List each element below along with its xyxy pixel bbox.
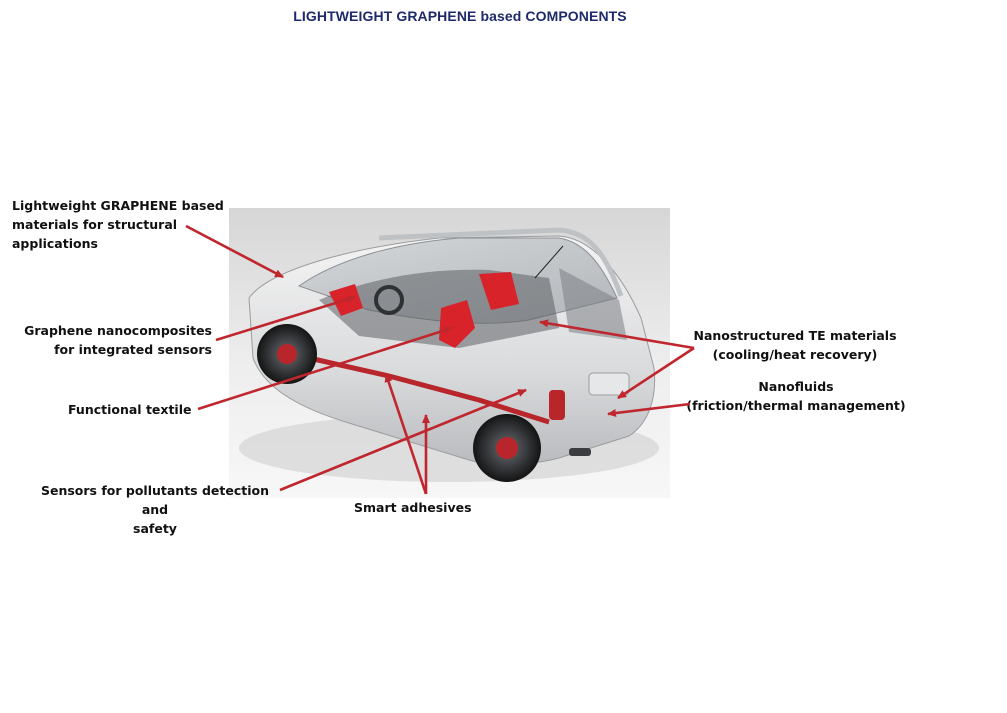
rear-seat [479, 272, 519, 310]
car-roof-frame [378, 227, 624, 297]
label-te-materials: Nanostructured TE materials (cooling/hea… [693, 328, 897, 362]
exhaust [569, 448, 591, 456]
front-hubcap [277, 344, 297, 364]
page-title: LIGHTWEIGHT GRAPHENE based COMPONENTS [293, 8, 627, 24]
label-nanofluids: Nanofluids (friction/thermal management) [686, 379, 906, 413]
label-smart-adhesives: Smart adhesives [354, 500, 472, 515]
rear-hubcap [496, 437, 518, 459]
label-graphene-sensors: Graphene nanocomposites for integrated s… [24, 323, 212, 357]
tail-light [549, 390, 565, 420]
label-pollutant-sensors: Sensors for pollutants detection and saf… [40, 483, 270, 536]
steering-wheel [374, 285, 404, 315]
car-illustration [229, 208, 670, 498]
label-structural: Lightweight GRAPHENE based materials for… [12, 198, 224, 251]
label-functional-textile: Functional textile [68, 402, 192, 417]
rear-plate [588, 372, 630, 396]
